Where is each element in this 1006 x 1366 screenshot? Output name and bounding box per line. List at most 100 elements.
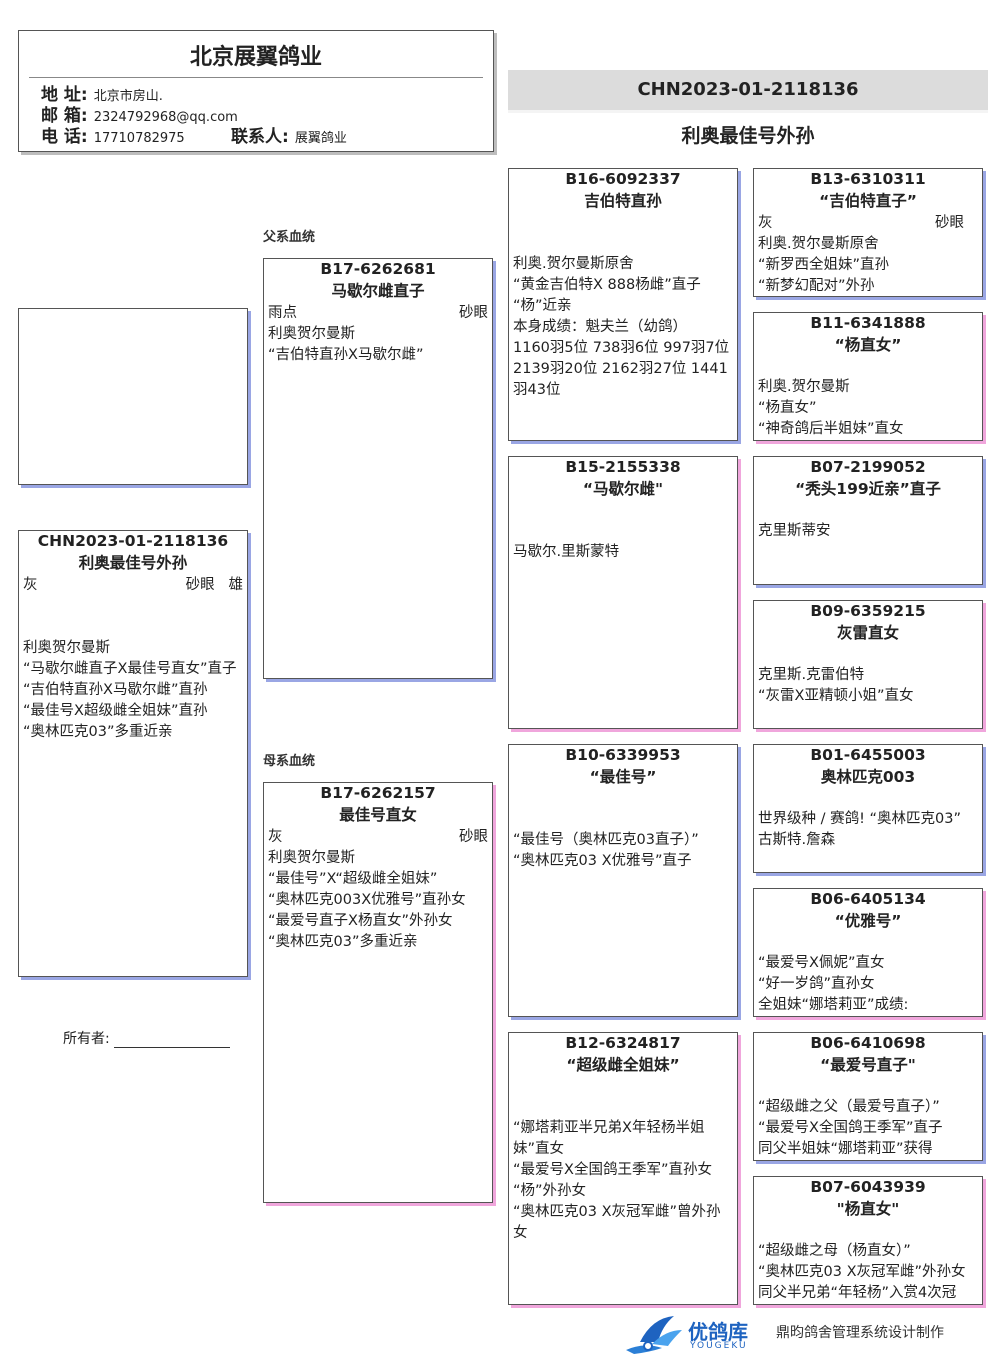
note-line: “超级雌之母（杨直女）” — [758, 1243, 911, 1259]
note-line: “奥林匹克03”多重近亲 — [268, 934, 418, 950]
owner-signature-line — [113, 1033, 230, 1048]
dds-name: “最爱号直子" — [820, 1056, 916, 1074]
dsd-ring: B06-6405134 — [810, 890, 926, 908]
ggp-dsd-card: B06-6405134 “优雅号” “最爱号X佩妮”直女 “好一岁鸽”直孙女 全… — [753, 888, 983, 1017]
subject-name: 利奥最佳号外孙 — [78, 554, 188, 572]
ss-ring: B16-6092337 — [565, 170, 681, 188]
note-line: “奥林匹克03 X灰冠军雌”曾外孙女 — [513, 1204, 721, 1241]
note-line: 克里斯.克雷伯特 — [758, 667, 865, 683]
ggp-ddd-card: B07-6043939 "杨直女" “超级雌之母（杨直女）” “奥林匹克03 X… — [753, 1176, 983, 1305]
note-line: “奥林匹克03”多重近亲 — [23, 724, 173, 740]
note-line: 利奥贺尔曼斯 — [268, 326, 355, 342]
grandsire-paternal-card: B16-6092337 吉伯特直孙 利奥.贺尔曼斯原舍 “黄金吉伯特X 888杨… — [508, 168, 738, 441]
ds-notes: “最佳号（奥林匹克03直子）” “奥林匹克03 X优雅号”直子 — [513, 830, 733, 872]
dds-notes: “超级雌之父（最爱号直子）” “最爱号X全国鸽王季军”直子 同父半姐妹“娜塔莉亚… — [758, 1097, 978, 1160]
ssd-notes: 利奥.贺尔曼斯 “杨直女” “神奇鸽后半姐妹”直女 — [758, 377, 978, 440]
note-line: “杨”近亲 — [513, 298, 572, 314]
contact-label: 联系人: — [231, 127, 289, 147]
banner-ring: CHN2023-01-2118136 — [508, 70, 988, 110]
note-line: “最爱号X全国鸽王季军”直孙女 — [513, 1162, 712, 1178]
address-label: 地 址: — [41, 85, 88, 105]
note-line: “超级雌之父（最爱号直子）” — [758, 1099, 940, 1115]
note-line: 本身成绩：魁夫兰（幼鸽） — [513, 319, 687, 335]
phone-row: 电 话:17710782975 — [41, 127, 185, 149]
note-line: 利奥贺尔曼斯 — [268, 850, 355, 866]
sire-notes: 利奥贺尔曼斯 “吉伯特直孙X马歇尔雌” — [268, 324, 488, 366]
sire-attributes: 雨点 砂眼 — [268, 302, 488, 324]
sdd-notes: 克里斯.克雷伯特 “灰雷X亚精顿小姐”直女 — [758, 665, 978, 707]
note-line: “最爱号X佩妮”直女 — [758, 955, 885, 971]
brand-name-en: YOUGEKU — [690, 1341, 748, 1351]
subject-sex: 雄 — [228, 577, 244, 593]
note-line: “最佳号X超级雌全姐妹”直孙 — [23, 703, 208, 719]
grandsire-maternal-card: B10-6339953 “最佳号” “最佳号（奥林匹克03直子）” “奥林匹克0… — [508, 744, 738, 1017]
note-line: “马歇尔雌直子X最佳号直女”直子 — [23, 661, 237, 677]
address-row: 地 址:北京市房山. — [41, 85, 163, 107]
note-line: “吉伯特直孙X马歇尔雌” — [268, 347, 424, 363]
dam-card: B17-6262157 最佳号直女 灰 砂眼 利奥贺尔曼斯 “最佳号”X“超级雌… — [263, 782, 493, 1203]
owner-field: 所有者: — [63, 1028, 230, 1048]
note-line: 利奥.贺尔曼斯原舍 — [758, 236, 879, 252]
sss-attributes: 灰 砂眼 — [758, 212, 978, 234]
dd-ring: B12-6324817 — [565, 1034, 681, 1052]
note-line: “最佳号（奥林匹克03直子）” — [513, 832, 699, 848]
subject-eye: 砂眼 — [185, 577, 215, 593]
note-line: “杨”外孙女 — [513, 1183, 587, 1199]
brand-name: 优鸽库 — [688, 1320, 748, 1344]
ggp-dss-card: B01-6455003 奥林匹克003 世界级种 / 赛鸽! “奥林匹克03” … — [753, 744, 983, 873]
loft-title: 北京展翼鸽业 — [189, 45, 322, 70]
ddd-ring: B07-6043939 — [810, 1178, 926, 1196]
footer-credit: 鼎昀鸽舍管理系统设计制作 — [776, 1325, 944, 1341]
note-line: 利奥.贺尔曼斯 — [758, 379, 850, 395]
subject-color: 灰 — [23, 577, 38, 593]
note-line: 同父半兄弟“年轻杨”入赏4次冠 — [758, 1285, 957, 1301]
ds-name: “最佳号” — [589, 768, 657, 786]
note-line: “神奇鸽后半姐妹”直女 — [758, 421, 904, 437]
note-line: 同父半姐妹“娜塔莉亚”获得 — [758, 1141, 933, 1157]
granddam-paternal-card: B15-2155338 “马歇尔雌" 马歇尔.里斯蒙特 — [508, 456, 738, 729]
note-line: “最佳号”X“超级雌全姐妹” — [268, 871, 438, 887]
dd-notes: “娜塔莉亚半兄弟X年轻杨半姐妹”直女 “最爱号X全国鸽王季军”直孙女 “杨”外孙… — [513, 1118, 733, 1244]
sire-eye: 砂眼 — [459, 305, 488, 321]
dam-color: 灰 — [268, 829, 283, 845]
email-row: 邮 箱:2324792968@qq.com — [41, 106, 238, 128]
dam-attributes: 灰 砂眼 — [268, 826, 488, 848]
dss-name: 奥林匹克003 — [820, 768, 916, 786]
note-line: “灰雷X亚精顿小姐”直女 — [758, 688, 914, 704]
ssd-ring: B11-6341888 — [810, 314, 926, 332]
ddd-name: "杨直女" — [836, 1200, 900, 1218]
dss-notes: 世界级种 / 赛鸽! “奥林匹克03” 古斯特.詹森 — [758, 809, 978, 851]
note-line: “黄金吉伯特X 888杨雌”直子 — [513, 277, 701, 293]
contact-row: 联系人:展翼鸽业 — [231, 127, 347, 149]
dsd-name: “优雅号” — [834, 912, 902, 930]
sss-ring: B13-6310311 — [810, 170, 926, 188]
ss-name: 吉伯特直孙 — [584, 192, 662, 210]
sss-name: “吉伯特直子” — [819, 192, 917, 210]
banner-name: 利奥最佳号外孙 — [681, 125, 815, 147]
note-line: 2139羽20位 2162羽27位 1441羽43位 — [513, 361, 728, 398]
owner-label: 所有者: — [63, 1031, 110, 1047]
sss-eye: 砂眼 — [935, 215, 964, 231]
ddd-notes: “超级雌之母（杨直女）” “奥林匹克03 X灰冠军雌”外孙女 同父半兄弟“年轻杨… — [758, 1241, 978, 1304]
note-line: 世界级种 / 赛鸽! “奥林匹克03” — [758, 811, 961, 827]
sds-name: “秃头199近亲”直子 — [795, 480, 941, 498]
note-line: “杨直女” — [758, 400, 817, 416]
sss-notes: 利奥.贺尔曼斯原舍 “新罗西全姐妹”直孙 “新梦幻配对”外孙 — [758, 234, 978, 296]
subject-notes: 利奥贺尔曼斯 “马歇尔雌直子X最佳号直女”直子 “吉伯特直孙X马歇尔雌”直孙 “… — [23, 638, 243, 743]
sd-name: “马歇尔雌" — [582, 480, 664, 498]
dam-notes: 利奥贺尔曼斯 “最佳号”X“超级雌全姐妹” “奥林匹克003X优雅号”直孙女 “… — [268, 848, 488, 953]
note-line: 1160羽5位 738羽6位 997羽7位 — [513, 340, 730, 356]
dss-ring: B01-6455003 — [810, 746, 926, 764]
note-line: “奥林匹克03 X优雅号”直子 — [513, 853, 692, 869]
dam-name: 最佳号直女 — [339, 806, 417, 824]
note-line: 利奥.贺尔曼斯原舍 — [513, 256, 634, 272]
dam-eye: 砂眼 — [459, 829, 488, 845]
note-line: “吉伯特直孙X马歇尔雌”直孙 — [23, 682, 208, 698]
loft-header: 北京展翼鸽业 地 址:北京市房山. 邮 箱:2324792968@qq.com … — [18, 30, 494, 152]
subject-attributes: 灰 砂眼 雄 — [23, 574, 243, 596]
sd-notes: 马歇尔.里斯蒙特 — [513, 542, 733, 563]
ggp-ssd-card: B11-6341888 “杨直女” 利奥.贺尔曼斯 “杨直女” “神奇鸽后半姐妹… — [753, 312, 983, 441]
sire-line-label: 父系血统 — [263, 230, 316, 245]
sss-color: 灰 — [758, 215, 773, 231]
note-line: “娜塔莉亚半兄弟X年轻杨半姐妹”直女 — [513, 1120, 705, 1157]
